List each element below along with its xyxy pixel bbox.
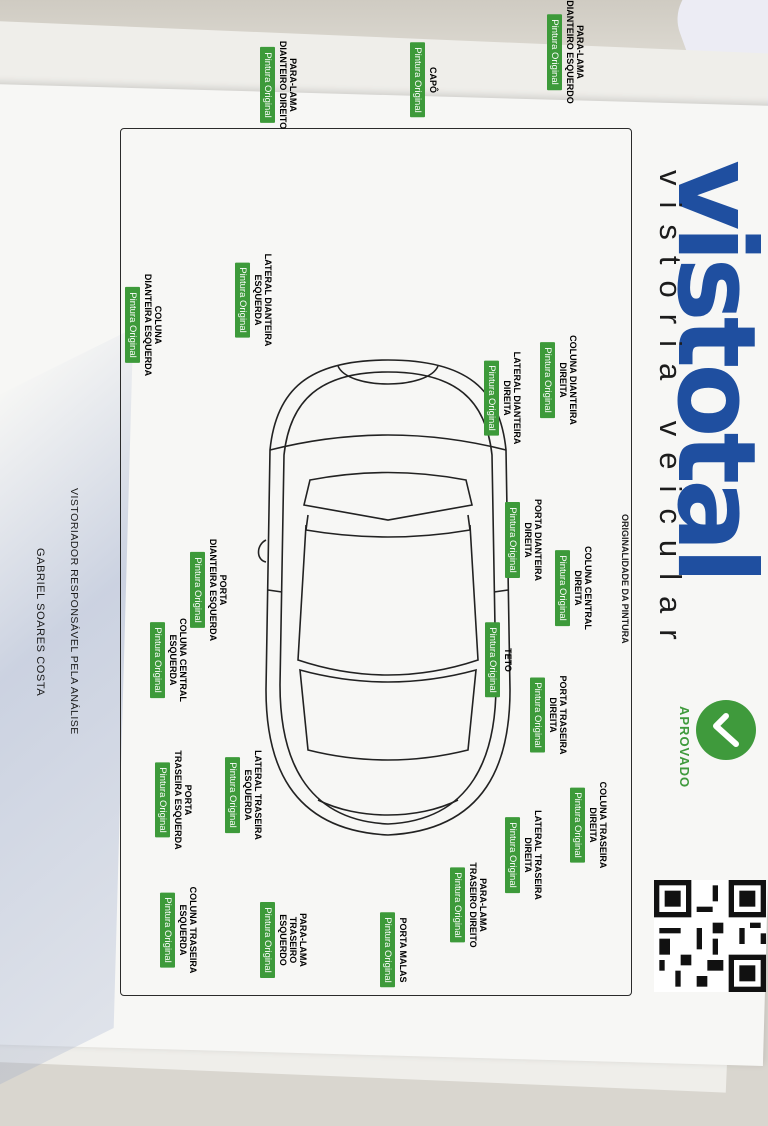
part-porta-traseira-direita: PORTA TRASEIRA DIREITA Pintura Original — [530, 675, 568, 755]
part-porta-traseira-esquerda: PORTA TRASEIRA ESQUERDA Pintura Original — [155, 750, 193, 850]
part-lateral-traseira-esquerda: LATERAL TRASEIRA ESQUERDA Pintura Origin… — [225, 750, 263, 840]
part-porta-dianteira-esquerda: PORTA DIANTEIRA ESQUERDA Pintura Origina… — [190, 538, 228, 642]
part-para-lama-traseiro-direito: PARA-LAMA TRASEIRO DIREITO Pintura Origi… — [450, 862, 488, 948]
part-lateral-dianteira-direita: LATERAL DIANTEIRA DIREITA Pintura Origin… — [484, 351, 522, 445]
inspector-label: VISTORIADOR RESPONSÁVEL PELA ANÁLISE — [68, 488, 80, 735]
approved-status: APROVADO — [677, 706, 692, 789]
part-coluna-central-direita: COLUNA CENTRAL DIREITA Pintura Original — [555, 546, 593, 630]
part-coluna-traseira-direita: COLUNA TRASEIRA DIREITA Pintura Original — [570, 781, 608, 869]
part-capo: CAPÔ Pintura Original — [410, 42, 438, 118]
approved-badge — [696, 700, 756, 760]
section-title: ORIGINALIDADE DA PINTURA — [620, 514, 630, 644]
part-teto: TETO Pintura Original — [485, 622, 513, 698]
part-coluna-traseira-esquerda: COLUNA TRASEIRA ESQUERDA Pintura Origina… — [160, 886, 198, 974]
part-coluna-dianteira-direita: COLUNA DIANTEIRA DIREITA Pintura Origina… — [540, 335, 578, 425]
part-para-lama-traseiro-esquerdo: PARA-LAMA TRASEIRO ESQUERDO Pintura Orig… — [260, 898, 308, 982]
part-para-lama-dianteiro-direito: PARA-LAMA DIANTEIRO DIREITO Pintura Orig… — [260, 40, 298, 130]
part-lateral-traseira-direita: LATERAL TRASEIRA DIREITA Pintura Origina… — [505, 810, 543, 900]
check-icon — [713, 713, 739, 747]
part-para-lama-dianteiro-esquerdo: PARA-LAMA DIANTEIRO ESQUERDO Pintura Ori… — [547, 0, 585, 104]
brand-subtitle: vistoria veicular — [653, 170, 688, 656]
qr-code — [654, 880, 766, 992]
inspector-name: GABRIEL SOARES COSTA — [34, 548, 46, 697]
part-porta-dianteira-direita: PORTA DIANTEIRA DIREITA Pintura Original — [505, 499, 543, 581]
part-coluna-dianteira-esquerda: COLUNA DIANTEIRA ESQUERDA Pintura Origin… — [125, 273, 163, 377]
report-content: vistotal vistoria veicular APROVADO ORIG… — [34, 0, 768, 996]
part-porta-malas: PORTA MALAS Pintura Original — [380, 912, 408, 988]
part-coluna-central-esquerda: COLUNA CENTRAL ESQUERDA Pintura Original — [150, 618, 188, 702]
part-lateral-dianteira-esquerda: LATERAL DIANTEIRA ESQUERDA Pintura Origi… — [235, 253, 273, 347]
